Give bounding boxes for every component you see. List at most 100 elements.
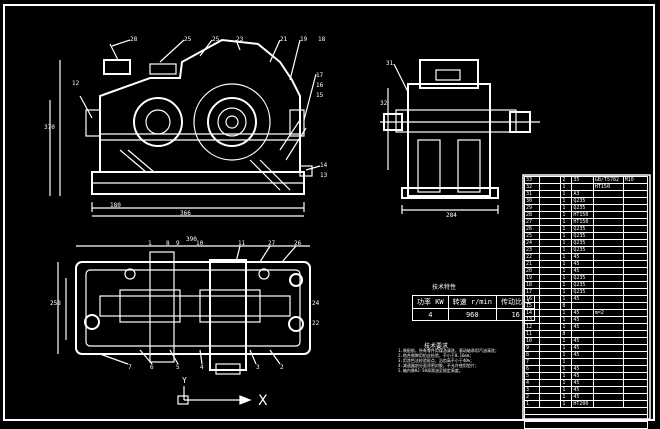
parts-cell: 24 <box>524 239 540 247</box>
parts-cell <box>592 190 624 198</box>
parts-cell <box>571 183 594 191</box>
parts-cell <box>538 372 562 380</box>
parts-cell: GB/T5782 <box>592 176 624 184</box>
dim-text: 370 <box>44 124 55 131</box>
parts-cell: A3 <box>571 190 594 198</box>
callout-label: 25 <box>184 36 192 43</box>
parts-cell <box>538 211 562 219</box>
front-view <box>49 38 321 217</box>
parts-cell <box>622 218 649 226</box>
parts-cell: 8 <box>560 302 573 310</box>
top-view <box>57 245 311 375</box>
parts-cell: 1 <box>560 281 573 289</box>
axis-x-label: X <box>258 393 268 409</box>
parts-cell: 1 <box>560 309 573 317</box>
parts-cell <box>571 302 594 310</box>
callout-label: 25 <box>212 36 220 43</box>
axis-indicator <box>177 386 252 405</box>
parts-cell: 1 <box>560 288 573 296</box>
parts-cell <box>592 253 624 261</box>
parts-cell <box>538 316 562 324</box>
parts-cell <box>571 330 594 338</box>
parts-cell <box>538 197 562 205</box>
callout-label: 10 <box>196 240 204 247</box>
parts-cell <box>592 379 624 387</box>
title-block-row <box>524 421 648 429</box>
parts-cell <box>538 344 562 352</box>
parts-cell: 31 <box>524 190 540 198</box>
title-block-cell <box>524 407 648 415</box>
parts-cell <box>592 274 624 282</box>
parts-cell: 7 <box>524 358 540 366</box>
callout-label: 31 <box>386 60 394 67</box>
spec-value: 960 <box>447 308 497 321</box>
spec-header: 转速 r/min <box>447 295 497 309</box>
parts-cell: Q235 <box>571 232 594 240</box>
parts-cell <box>538 358 562 366</box>
parts-cell: 1 <box>560 239 573 247</box>
parts-cell: HT200 <box>571 400 594 408</box>
parts-cell <box>622 211 649 219</box>
parts-cell: 45 <box>571 253 594 261</box>
spec-table: 功率 KW 转速 r/min 传动比 i 4 960 16 <box>412 295 536 321</box>
parts-cell: 25 <box>524 232 540 240</box>
title-block-cell <box>524 414 648 422</box>
parts-cell <box>622 351 649 359</box>
parts-cell: 1 <box>560 211 573 219</box>
parts-cell <box>538 309 562 317</box>
parts-cell <box>592 281 624 289</box>
parts-cell: 9 <box>524 344 540 352</box>
parts-cell: 23 <box>524 246 540 254</box>
parts-cell: 45 <box>571 351 594 359</box>
note-line: 3.用涂色法检验斑点，沿齿高不小于40%； <box>398 358 475 363</box>
parts-cell: 45 <box>571 337 594 345</box>
parts-cell: Q235 <box>571 288 594 296</box>
parts-cell <box>592 211 624 219</box>
parts-cell: 17 <box>524 288 540 296</box>
parts-cell <box>622 330 649 338</box>
parts-cell: Q235 <box>571 274 594 282</box>
parts-cell <box>622 225 649 233</box>
parts-cell <box>538 295 562 303</box>
parts-cell <box>622 358 649 366</box>
parts-cell <box>538 253 562 261</box>
parts-cell <box>592 302 624 310</box>
parts-cell: 13 <box>524 316 540 324</box>
parts-cell: 1 <box>560 260 573 268</box>
parts-cell: 1 <box>560 253 573 261</box>
parts-cell <box>592 358 624 366</box>
parts-cell: 8 <box>560 330 573 338</box>
callout-label: 21 <box>280 36 288 43</box>
parts-cell <box>592 393 624 401</box>
parts-cell <box>622 190 649 198</box>
title-block-row <box>524 407 648 415</box>
parts-cell: 16 <box>524 295 540 303</box>
parts-cell <box>622 316 649 324</box>
parts-cell: 1 <box>560 295 573 303</box>
parts-cell <box>538 281 562 289</box>
parts-cell <box>622 372 649 380</box>
parts-cell: 45 <box>571 372 594 380</box>
callout-label: 16 <box>316 82 324 89</box>
parts-cell <box>622 267 649 275</box>
parts-cell <box>592 232 624 240</box>
parts-cell <box>592 239 624 247</box>
parts-cell: 14 <box>524 309 540 317</box>
parts-cell <box>538 365 562 373</box>
parts-cell: 45 <box>571 295 594 303</box>
parts-cell: 45 <box>571 323 594 331</box>
callout-label: 5 <box>176 364 180 371</box>
parts-cell: 20 <box>524 267 540 275</box>
callout-label: 28 <box>130 36 138 43</box>
parts-cell: 1 <box>560 204 573 212</box>
parts-cell: 45 <box>571 393 594 401</box>
parts-cell: 1 <box>560 386 573 394</box>
